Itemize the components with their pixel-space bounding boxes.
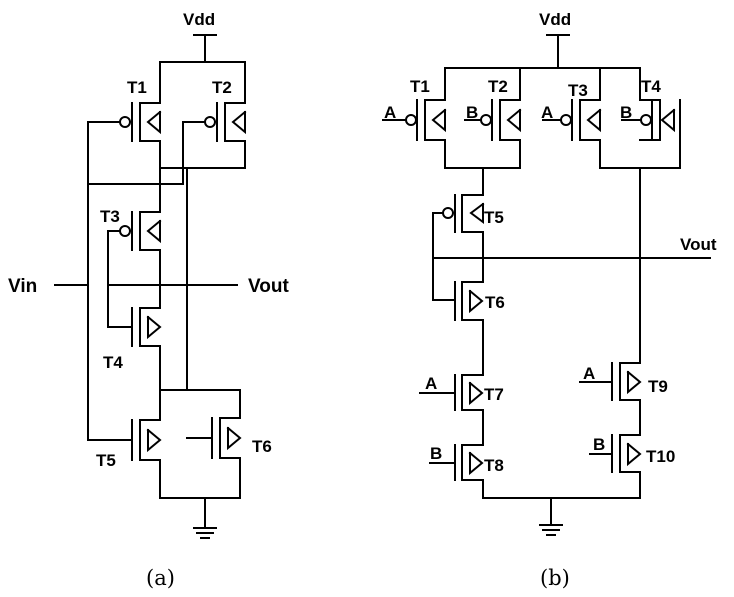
input-b-t4: B [620, 103, 632, 122]
transistor-t1-a [119, 102, 162, 169]
input-b-t2: B [466, 103, 478, 122]
transistor-t4-b [639, 99, 676, 141]
transistor-t4-a [131, 307, 162, 391]
input-a-t3: A [541, 103, 553, 122]
vdd-label-b: Vdd [539, 10, 571, 29]
t4-label-b: T4 [641, 77, 661, 96]
transistor-t3-b [560, 99, 602, 169]
input-b-t10: B [593, 435, 605, 454]
t5-label-b: T5 [484, 208, 504, 227]
input-b-t8: B [430, 444, 442, 463]
transistor-t3-a [119, 167, 162, 309]
circuit-b: Vdd Vout T1 T2 T3 T4 T5 T6 T7 T8 T9 T10 … [382, 10, 717, 590]
transistor-t10-b [611, 434, 642, 499]
t7-label-b: T7 [484, 385, 504, 404]
t10-label-b: T10 [646, 447, 675, 466]
t1-label-b: T1 [410, 77, 430, 96]
caption-a: (a) [146, 566, 175, 590]
transistor-t5-a [131, 389, 162, 499]
transistor-t2-b [480, 99, 522, 169]
t1-label-a: T1 [127, 78, 147, 97]
vdd-label-a: Vdd [183, 10, 215, 29]
t3-label-b: T3 [568, 81, 588, 100]
input-a-t7: A [425, 374, 437, 393]
transistor-t2-a [204, 102, 247, 169]
transistor-t9-b [611, 362, 642, 436]
vout-label-a: Vout [248, 276, 289, 297]
transistor-t6-b [454, 281, 484, 376]
vout-label-b: Vout [680, 235, 717, 254]
t6-label-a: T6 [252, 437, 272, 456]
transistor-t6-a [211, 417, 242, 499]
vin-label: Vin [8, 276, 37, 297]
input-a-t9: A [583, 364, 595, 383]
t4-label-a: T4 [103, 353, 123, 372]
t9-label-b: T9 [648, 377, 668, 396]
transistor-t8-b [454, 444, 484, 499]
t8-label-b: T8 [484, 456, 504, 475]
transistor-t7-b [454, 374, 484, 446]
transistor-t5-b [442, 194, 485, 283]
t5-label-a: T5 [96, 451, 116, 470]
input-a-t1: A [384, 103, 396, 122]
t2-label-b: T2 [488, 77, 508, 96]
t2-label-a: T2 [212, 78, 232, 97]
t3-label-a: T3 [100, 207, 120, 226]
circuit-a: Vdd Vin Vout T1 T2 T3 T4 T5 T6 (a) [8, 10, 289, 590]
t6-label-b: T6 [485, 293, 505, 312]
transistor-t1-b [405, 99, 447, 169]
caption-b: (b) [540, 566, 570, 590]
